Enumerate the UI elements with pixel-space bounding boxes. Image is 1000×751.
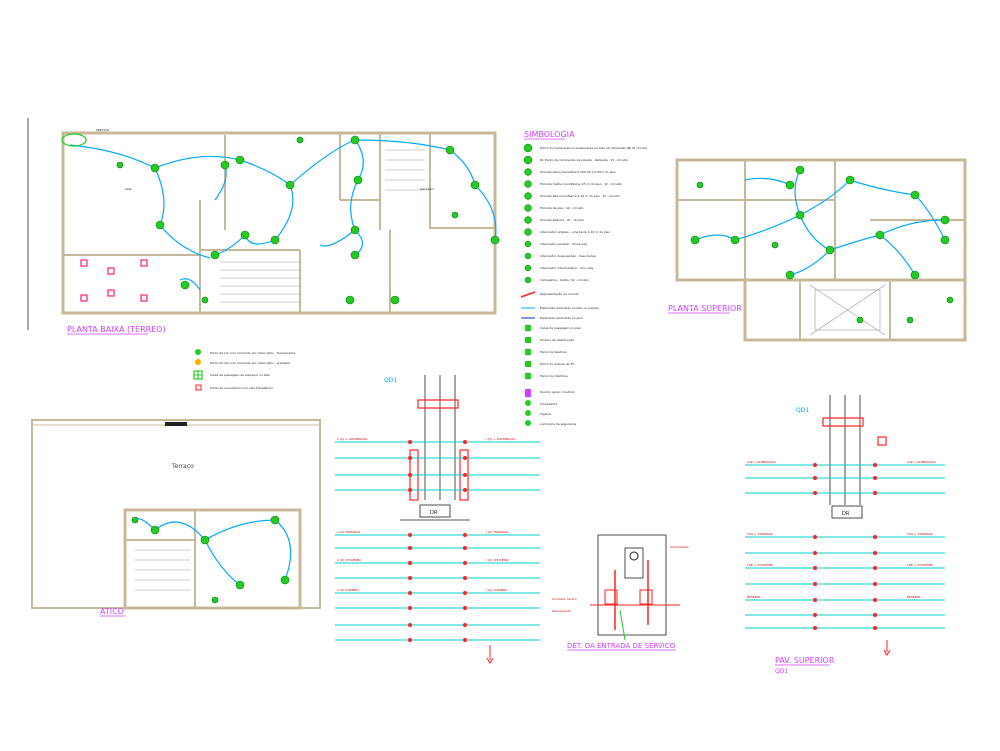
svg-text:I (X) + ILUMINAÇÃO: I (X) + ILUMINAÇÃO: [486, 436, 516, 441]
svg-text:1 (X) + ILUMINAÇÃO: 1 (X) + ILUMINAÇÃO: [337, 436, 368, 441]
planta-superior-title: PLANTA SUPERIOR: [668, 304, 742, 313]
svg-text:Eletroduto embutido no piso: Eletroduto embutido no piso: [540, 316, 583, 320]
atico-plan: [31, 419, 321, 610]
svg-text:Condutor neutro: Condutor neutro: [552, 597, 577, 601]
svg-text:Interruptor intermediário - fo: Interruptor intermediário - four way: [540, 266, 594, 270]
svg-text:2 (X) CHUVEIRO: 2 (X) CHUVEIRO: [337, 558, 362, 562]
svg-text:Ponto de telefone: Ponto de telefone: [540, 350, 567, 354]
svg-text:Eletroduto embutido no teto ou: Eletroduto embutido no teto ou parede: [540, 306, 599, 310]
svg-text:TUE + CHUVEIRO: TUE + CHUVEIRO: [746, 563, 774, 567]
svg-text:SERVIÇO: SERVIÇO: [96, 128, 110, 132]
svg-text:I (X) TOMADAS: I (X) TOMADAS: [486, 530, 508, 534]
planta-baixa-title: PLANTA BAIXA (TÉRREO): [67, 323, 166, 334]
svg-text:I (X) CHUVEIRO: I (X) CHUVEIRO: [486, 558, 510, 562]
svg-text:Alimentação: Alimentação: [670, 545, 689, 549]
svg-text:Interruptor duas seções - duas: Interruptor duas seções - duas teclas: [540, 254, 596, 258]
pav-superior-title: PAV. SUPERIOR: [775, 656, 835, 665]
svg-text:DR: DR: [842, 511, 850, 517]
svg-text:Sala: Sala: [125, 187, 132, 191]
svg-text:Cigarra: Cigarra: [540, 412, 551, 416]
svg-text:I (X) COZINHA: I (X) COZINHA: [486, 588, 508, 592]
svg-text:TUG + TOMADAS: TUG + TOMADAS: [746, 532, 773, 536]
svg-text:Caixa de passagem no piso: Caixa de passagem no piso: [540, 326, 581, 330]
svg-text:Luminária de segurança: Luminária de segurança: [540, 422, 576, 426]
svg-text:Garagem: Garagem: [420, 187, 434, 191]
svg-text:Interruptor paralelo - three w: Interruptor paralelo - three way: [540, 242, 588, 246]
entrada-servico-detail: Condutor neutro Aterramento Alimentação: [552, 534, 689, 641]
svg-text:ID. Ponto de iluminação de par: ID. Ponto de iluminação de parede - lâmp…: [540, 158, 628, 162]
qd1-right-diagram: DR LUZ + ILUMINAÇÃO LUZ + ILUMINAÇÃO TUG …: [745, 395, 945, 656]
svg-text:Tomada média monofásica 1/5 m: Tomada média monofásica 1/5 m do piso - …: [539, 182, 622, 186]
svg-text:LUZ + ILUMINAÇÃO: LUZ + ILUMINAÇÃO: [907, 459, 937, 464]
simbologia-title: SIMBOLOGIA: [524, 130, 575, 139]
svg-text:Ponto de luz com comando por i: Ponto de luz com comando por interruptor…: [210, 351, 295, 355]
svg-text:Tomada baixa monofásica 300 VA: Tomada baixa monofásica 300 VA a 0,30m d…: [539, 170, 616, 174]
symbol-legend: SIMBOLOGIA Ponto de iluminação incandesc…: [520, 130, 647, 426]
svg-text:Ponto de luz com comando por i: Ponto de luz com comando por interruptor…: [210, 361, 290, 365]
svg-text:RESERVA: RESERVA: [907, 595, 922, 599]
svg-text:Ponto de luz externa com relé: Ponto de luz externa com relé fotoelétri…: [210, 386, 273, 390]
svg-text:Aterramento: Aterramento: [552, 609, 571, 613]
atico-title: ATICO: [100, 607, 124, 616]
pav-superior-qd1: QD1: [775, 668, 788, 675]
svg-text:Caixa de passagem de sobrepor: Caixa de passagem de sobrepor no teto: [210, 373, 270, 377]
svg-text:Campainha: Campainha: [540, 402, 557, 406]
svg-text:LUZ + ILUMINAÇÃO: LUZ + ILUMINAÇÃO: [747, 459, 777, 464]
svg-text:RESERVA: RESERVA: [747, 595, 762, 599]
qd1-right-title: QD1: [796, 407, 809, 414]
terraco-label: Terraço: [171, 463, 194, 470]
planta-baixa-notes: Ponto de luz com comando por interruptor…: [193, 349, 295, 391]
svg-text:TUG + TOMADAS: TUG + TOMADAS: [906, 532, 933, 536]
svg-text:Campainha - botão / W - circui: Campainha - botão / W - circuito: [540, 278, 589, 282]
svg-text:1 (X) COZINHA: 1 (X) COZINHA: [337, 588, 360, 592]
svg-text:Quadro geral / medidor: Quadro geral / medidor: [540, 390, 576, 394]
det-entrada-title: DET. DA ENTRADA DE SERVICO: [567, 642, 676, 650]
svg-text:Ponto de iluminação incandesce: Ponto de iluminação incandescente no tet…: [540, 146, 647, 150]
svg-text:Ponto de interfone: Ponto de interfone: [540, 374, 568, 378]
svg-text:Tomada alta monofásica 2,10 m: Tomada alta monofásica 2,10 m do piso - …: [539, 194, 620, 198]
qd1-left-title: QD1: [384, 377, 397, 384]
planta-baixa-plan: SERVIÇO Sala Garagem: [27, 118, 500, 330]
svg-text:Tomada de piso - W - circuito: Tomada de piso - W - circuito: [539, 206, 584, 210]
svg-text:Quadro de distribuição: Quadro de distribuição: [540, 338, 574, 342]
svg-text:TUE + CHUVEIRO: TUE + CHUVEIRO: [906, 563, 934, 567]
svg-text:1 (X) TOMADAS: 1 (X) TOMADAS: [337, 530, 360, 534]
svg-text:Ponto de antena de TV: Ponto de antena de TV: [540, 362, 575, 366]
svg-text:Interruptor simples - uma tecl: Interruptor simples - uma tecla 1,10 m d…: [540, 230, 610, 234]
svg-text:Tomada bifásica - W - circuito: Tomada bifásica - W - circuito: [539, 218, 584, 222]
svg-text:Representação do circuito: Representação do circuito: [540, 292, 579, 296]
planta-superior-plan: [675, 158, 967, 342]
svg-text:DR: DR: [430, 510, 438, 516]
